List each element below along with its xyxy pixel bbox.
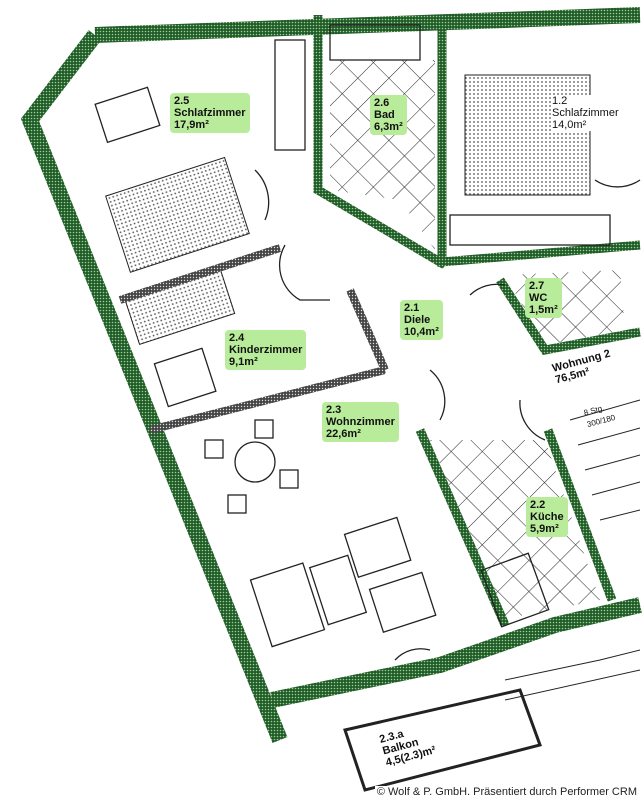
room-id: 1.2 [552, 95, 568, 107]
room-name: Kinderzimmer [229, 344, 303, 356]
room-area: 5,9m² [530, 523, 559, 535]
furniture [94, 24, 611, 648]
room-area: 10,4m² [404, 326, 439, 338]
room-id: 2.6 [374, 97, 390, 109]
room-name: Wohnzimmer [326, 416, 395, 428]
partition-walls [118, 244, 389, 434]
bath-tiles [330, 60, 435, 250]
room-id: 2.2 [530, 499, 546, 511]
room-area: 17,9m² [174, 119, 209, 131]
room-area: 14,0m² [552, 119, 587, 131]
room-id: 2.1 [404, 302, 420, 314]
balcony [343, 688, 542, 792]
bed-1-2 [464, 74, 591, 196]
room-id: 2.5 [174, 95, 190, 107]
room-name: Bad [374, 109, 395, 121]
staircase [504, 399, 641, 701]
room-name: Schlafzimmer [174, 107, 246, 119]
room-name: WC [529, 292, 548, 304]
room-area: 22,6m² [326, 428, 361, 440]
room-name: Schlafzimmer [552, 107, 619, 119]
room-id: 2.3 [326, 404, 342, 416]
room-id: 2.7 [529, 280, 545, 292]
interior-walls [313, 15, 641, 627]
kitchen-tiles [430, 440, 600, 620]
doors [254, 169, 641, 661]
room-area: 1,5m² [529, 304, 558, 316]
room-id: 2.4 [229, 332, 245, 344]
copyright-notice: © Wolf & P. GmbH. Präsentiert durch Perf… [374, 786, 639, 798]
room-name: Küche [530, 511, 564, 523]
room-area: 9,1m² [229, 356, 258, 368]
bed-2-5 [105, 156, 250, 273]
room-area: 6,3m² [374, 121, 403, 133]
room-name: Diele [404, 314, 431, 326]
